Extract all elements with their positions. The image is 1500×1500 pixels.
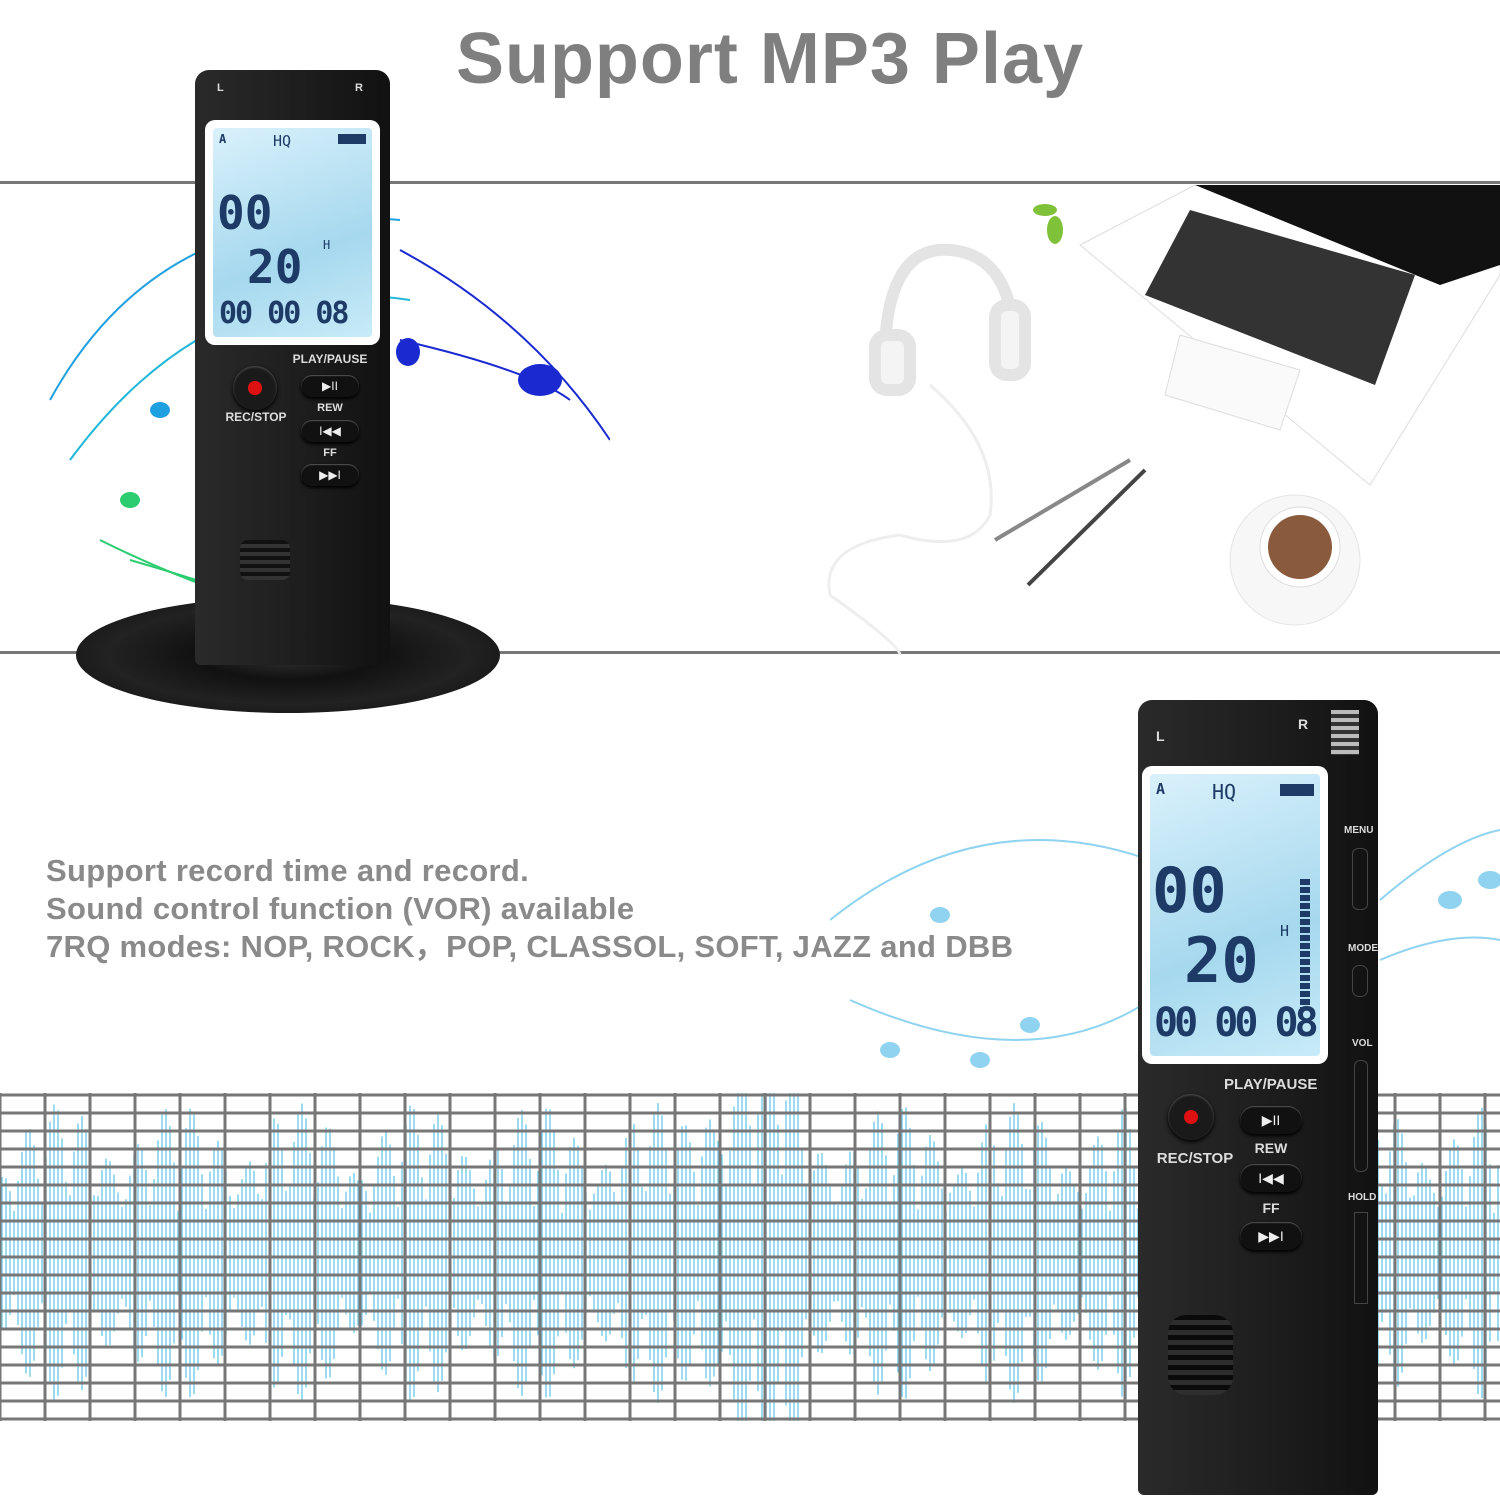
feature-list: Support record time and record. Sound co… <box>46 852 1013 966</box>
mode-button[interactable] <box>1352 965 1368 997</box>
ff-button[interactable]: ▶▶I <box>1240 1222 1302 1250</box>
ff-button[interactable]: ▶▶I <box>301 464 359 486</box>
mic-left-label: L <box>217 82 224 94</box>
headphones-icon <box>869 243 1031 396</box>
speaker-grille <box>240 540 290 580</box>
menu-button[interactable] <box>1352 848 1368 910</box>
rew-label: REW <box>317 402 343 414</box>
hold-label: HOLD <box>1348 1192 1377 1203</box>
note-icon <box>120 492 140 508</box>
divider-bottom <box>0 651 1500 654</box>
feature-item: 7RQ modes: NOP, ROCK，POP, CLASSOL, SOFT,… <box>46 929 1014 964</box>
coffee-cup-icon <box>1229 494 1361 626</box>
rec-stop-label: REC/STOP <box>1156 1150 1234 1167</box>
play-pause-button[interactable]: ▶II <box>301 375 359 397</box>
voice-recorder-right: L R A HQ 00 20 H 00 00 08 PLAY/PAUSE ▶II… <box>1138 700 1378 1495</box>
file-number: 20 <box>1184 924 1259 997</box>
battery-icon <box>338 134 366 144</box>
cable-icon <box>827 383 993 655</box>
mic-level-label: H <box>1280 922 1290 940</box>
rec-stop-button[interactable] <box>233 366 277 410</box>
elapsed-time: 00 00 08 <box>219 296 349 331</box>
pencil-icon <box>993 458 1132 542</box>
music-notes-decoration-right <box>830 829 1500 1068</box>
ff-label: FF <box>1262 1200 1280 1216</box>
file-number: 20 <box>247 240 303 294</box>
rew-button[interactable]: I◀◀ <box>1240 1164 1302 1192</box>
play-pause-button[interactable]: ▶II <box>1240 1106 1302 1134</box>
level-meter <box>1300 879 1310 1009</box>
battery-icon <box>1280 784 1314 796</box>
mic-right-label: R <box>355 82 363 94</box>
note-icon <box>396 338 420 366</box>
microphone-grille <box>1331 710 1359 755</box>
lcd-screen: A HQ 00 20 H 00 00 08 <box>1142 766 1328 1064</box>
folder-number: 00 <box>217 186 273 240</box>
note-icon <box>150 402 170 418</box>
quality-indicator: HQ <box>273 132 292 150</box>
desk-scene-illustration <box>827 185 1500 655</box>
rew-label: REW <box>1254 1140 1288 1156</box>
feature-item: Sound control function (VOR) available <box>46 891 635 926</box>
speaker-grille <box>1168 1315 1233 1395</box>
play-pause-label: PLAY/PAUSE <box>1224 1076 1318 1093</box>
ff-label: FF <box>323 447 337 459</box>
rec-stop-button[interactable] <box>1168 1094 1214 1140</box>
mic-right-label: R <box>1298 716 1309 732</box>
folder-number: 00 <box>1152 854 1227 927</box>
voice-recorder-left: L R A HQ 00 20 H 00 00 08 PLAY/PAUSE ▶II… <box>195 70 390 665</box>
mic-level-label: H <box>323 238 331 252</box>
mode-indicator: A <box>219 132 227 146</box>
divider-top <box>0 181 1500 184</box>
mode-indicator: A <box>1156 780 1166 798</box>
hold-switch[interactable] <box>1354 1212 1368 1304</box>
elapsed-time: 00 00 08 <box>1154 1000 1319 1046</box>
volume-rocker[interactable] <box>1354 1060 1368 1172</box>
rec-stop-label: REC/STOP <box>225 410 287 424</box>
page-title: Support MP3 Play <box>455 19 1085 99</box>
play-pause-label: PLAY/PAUSE <box>292 352 368 366</box>
lcd-screen: A HQ 00 20 H 00 00 08 <box>205 120 380 345</box>
feature-item: Support record time and record. <box>46 853 529 888</box>
note-icon <box>518 364 562 396</box>
leaf-icon <box>1033 204 1063 244</box>
mic-left-label: L <box>1156 728 1165 744</box>
pen-icon <box>1026 468 1147 587</box>
rew-button[interactable]: I◀◀ <box>301 420 359 442</box>
vol-label: VOL <box>1352 1038 1373 1049</box>
laptop-icon <box>1079 185 1500 486</box>
menu-label: MENU <box>1344 825 1374 836</box>
mode-label: MODE <box>1348 943 1378 954</box>
quality-indicator: HQ <box>1212 780 1237 804</box>
